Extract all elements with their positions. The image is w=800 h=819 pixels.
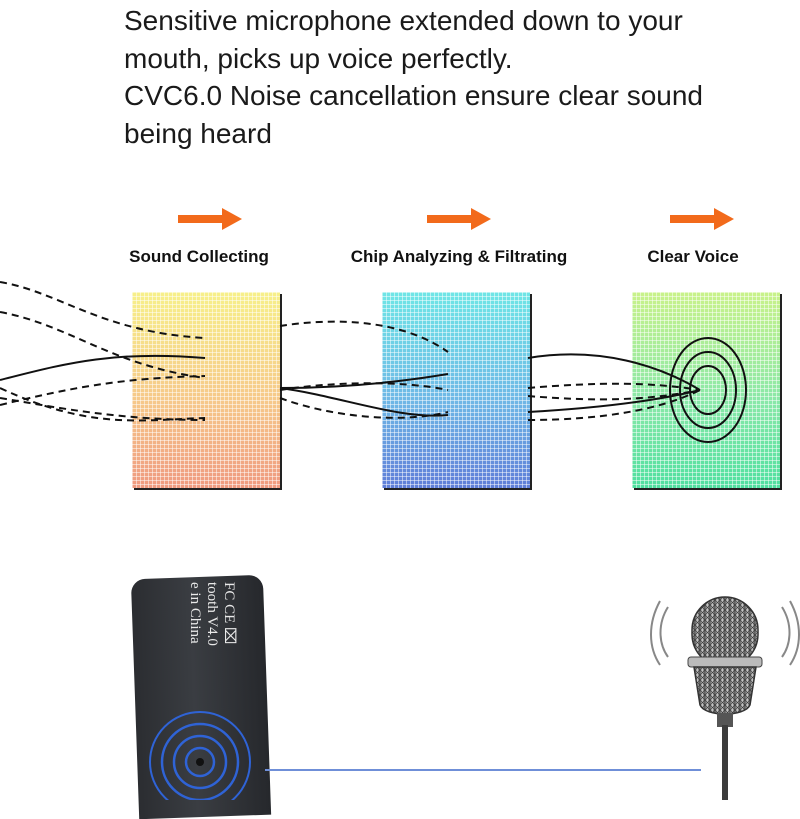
arrow-right-icon (670, 208, 734, 230)
device-label: FC CE ⌧ tooth V4.0 e in China (186, 582, 237, 646)
device-label-line-2: e in China (187, 582, 203, 644)
step-label-chip-analyzing: Chip Analyzing & Filtrating (350, 247, 568, 266)
arrow-right-icon (178, 208, 242, 230)
cable-line (265, 769, 701, 771)
step-label-sound-collecting: Sound Collecting (129, 247, 269, 266)
step-label-clear-voice: Clear Voice (647, 247, 739, 266)
headline-line-2: mouth, picks up voice perfectly. (124, 42, 513, 74)
arrow-right-icon (427, 208, 491, 230)
headline-line-3: CVC6.0 Noise cancellation ensure clear s… (124, 80, 703, 111)
microphone-icon (650, 596, 800, 800)
device-marks: FC CE ⌧ (221, 582, 237, 645)
sound-waves (0, 281, 747, 443)
panel-clear-voice (632, 292, 780, 488)
headline-line-1: Sensitive microphone extended down to yo… (124, 5, 683, 36)
mic-hole-rings (149, 711, 251, 800)
headline-line-4: being heard (124, 117, 272, 149)
headline: Sensitive microphone extended down to yo… (124, 2, 784, 152)
panel-chip-analyzing (382, 292, 530, 488)
device-label-line-1: tooth V4.0 (204, 582, 220, 646)
panel-sound-collecting (132, 292, 280, 488)
